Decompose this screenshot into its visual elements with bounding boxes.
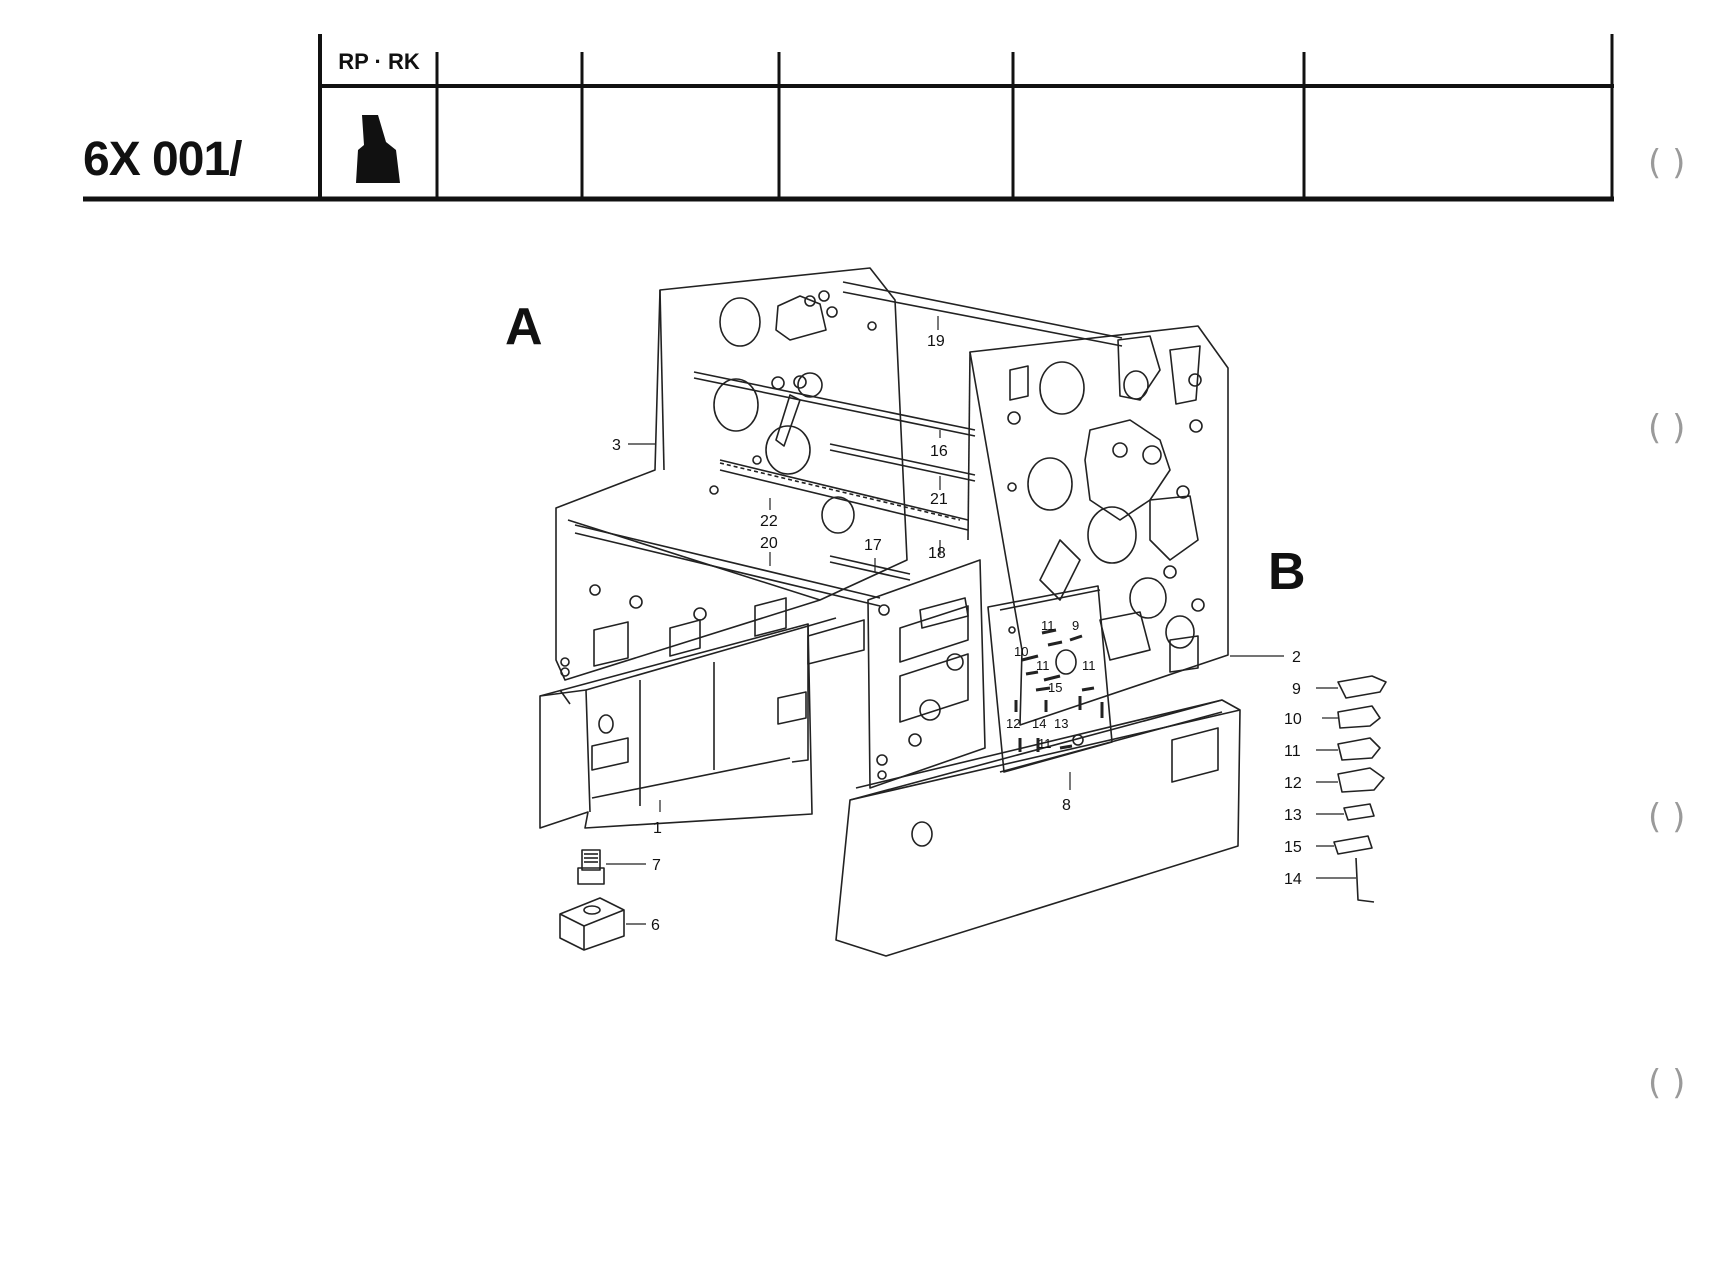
header-table <box>83 34 1614 202</box>
callout-7: 7 <box>652 857 661 874</box>
callout-18: 18 <box>928 545 946 562</box>
plate-callout-11: 11 <box>1041 618 1055 633</box>
binder-hole-icon: ( ) <box>1648 143 1686 183</box>
column-header-rp-rk: RP · RK <box>338 49 420 74</box>
machine-silhouette-icon <box>356 115 400 183</box>
leader-lines <box>606 316 1356 925</box>
callout-16: 16 <box>930 443 948 460</box>
callout-3: 3 <box>612 437 621 454</box>
callout-8: 8 <box>1062 797 1071 814</box>
callout-22: 22 <box>760 513 778 530</box>
side-callout-12: 12 <box>1284 775 1302 792</box>
callout-20: 20 <box>760 535 778 552</box>
callout-1: 1 <box>653 820 662 837</box>
binder-hole-icon: ( ) <box>1648 1063 1686 1103</box>
plate-callout-13: 13 <box>1054 716 1068 731</box>
callout-2: 2 <box>1292 649 1301 666</box>
plate-callout-11: 11 <box>1036 658 1050 673</box>
side-callout-9: 9 <box>1292 681 1301 698</box>
plate-callout-11: 11 <box>1038 736 1052 751</box>
callout-21: 21 <box>930 491 948 508</box>
side-callout-13: 13 <box>1284 807 1302 824</box>
callout-6: 6 <box>651 917 660 934</box>
binder-hole-icon: ( ) <box>1648 797 1686 837</box>
side-callout-15: 15 <box>1284 839 1302 856</box>
side-callout-10: 10 <box>1284 711 1302 728</box>
document-code: 6X 001/ <box>83 133 242 186</box>
plate-callout-14: 14 <box>1032 716 1046 731</box>
section-label-b: B <box>1268 543 1306 601</box>
side-callout-11: 11 <box>1284 743 1301 760</box>
plate-callout-9: 9 <box>1072 618 1079 633</box>
callout-19: 19 <box>927 333 945 350</box>
side-callout-14: 14 <box>1284 871 1302 888</box>
machine-frame-drawing <box>539 267 1387 957</box>
plate-callout-12: 12 <box>1006 716 1020 731</box>
callout-17: 17 <box>864 537 882 554</box>
binder-hole-icon: ( ) <box>1648 408 1686 448</box>
plate-callout-15: 15 <box>1048 680 1062 695</box>
section-label-a: A <box>505 298 543 356</box>
callout-numbers: 3 19 16 21 18 22 20 17 2 1 7 6 8 11 9 10… <box>612 333 1302 934</box>
plate-callout-10: 10 <box>1014 644 1028 659</box>
plate-callout-11: 11 <box>1082 658 1096 673</box>
